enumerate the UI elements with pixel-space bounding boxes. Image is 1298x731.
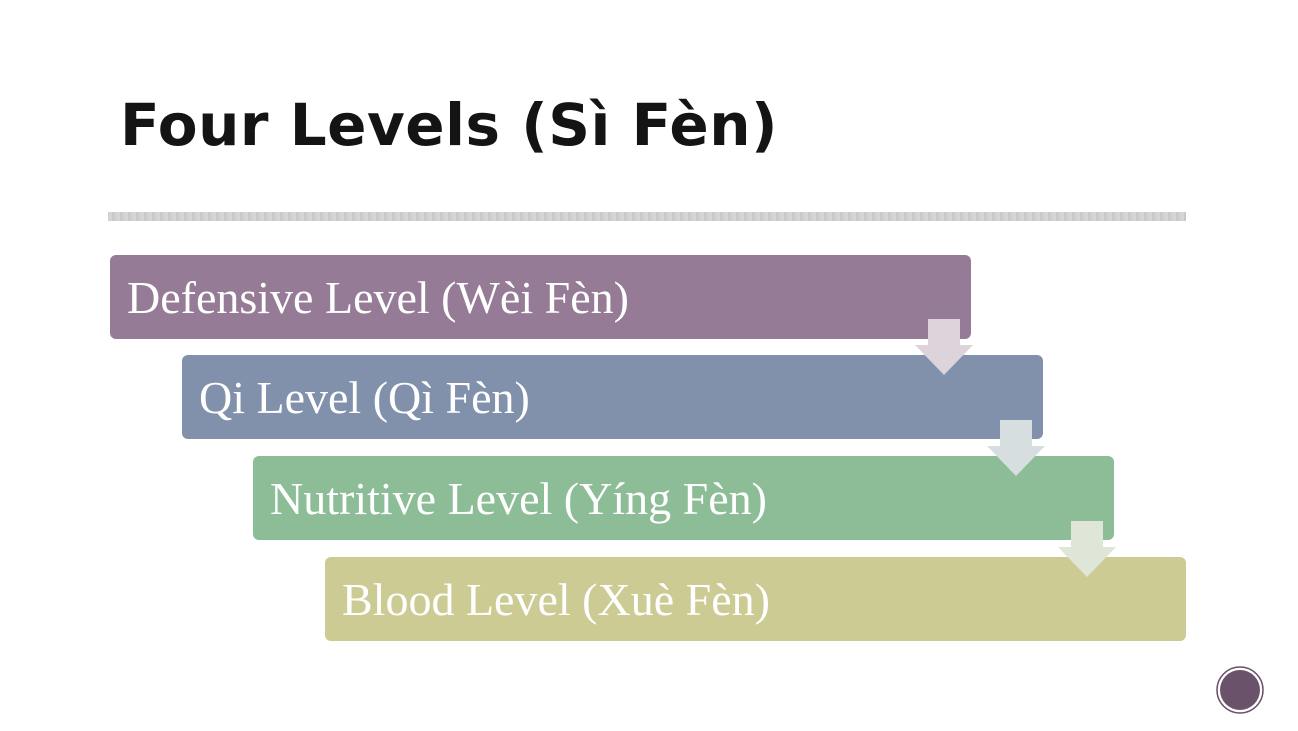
level-label-defensive: Defensive Level (Wèi Fèn)	[127, 271, 629, 323]
level-label-nutritive: Nutritive Level (Yíng Fèn)	[270, 472, 767, 524]
level-box-blood: Blood Level (Xuè Fèn)	[325, 557, 1186, 641]
level-label-blood: Blood Level (Xuè Fèn)	[342, 573, 770, 625]
down-arrow-icon	[1058, 521, 1116, 577]
down-arrow-icon	[987, 420, 1045, 476]
title-divider	[108, 212, 1186, 221]
level-box-qi: Qi Level (Qì Fèn)	[182, 355, 1043, 439]
level-box-nutritive: Nutritive Level (Yíng Fèn)	[253, 456, 1114, 540]
level-label-qi: Qi Level (Qì Fèn)	[199, 371, 530, 423]
slide-nav-circle-icon[interactable]	[1216, 666, 1264, 714]
slide-title: Four Levels (Sì Fèn)	[120, 91, 778, 159]
level-box-defensive: Defensive Level (Wèi Fèn)	[110, 255, 971, 339]
down-arrow-icon	[915, 319, 973, 375]
